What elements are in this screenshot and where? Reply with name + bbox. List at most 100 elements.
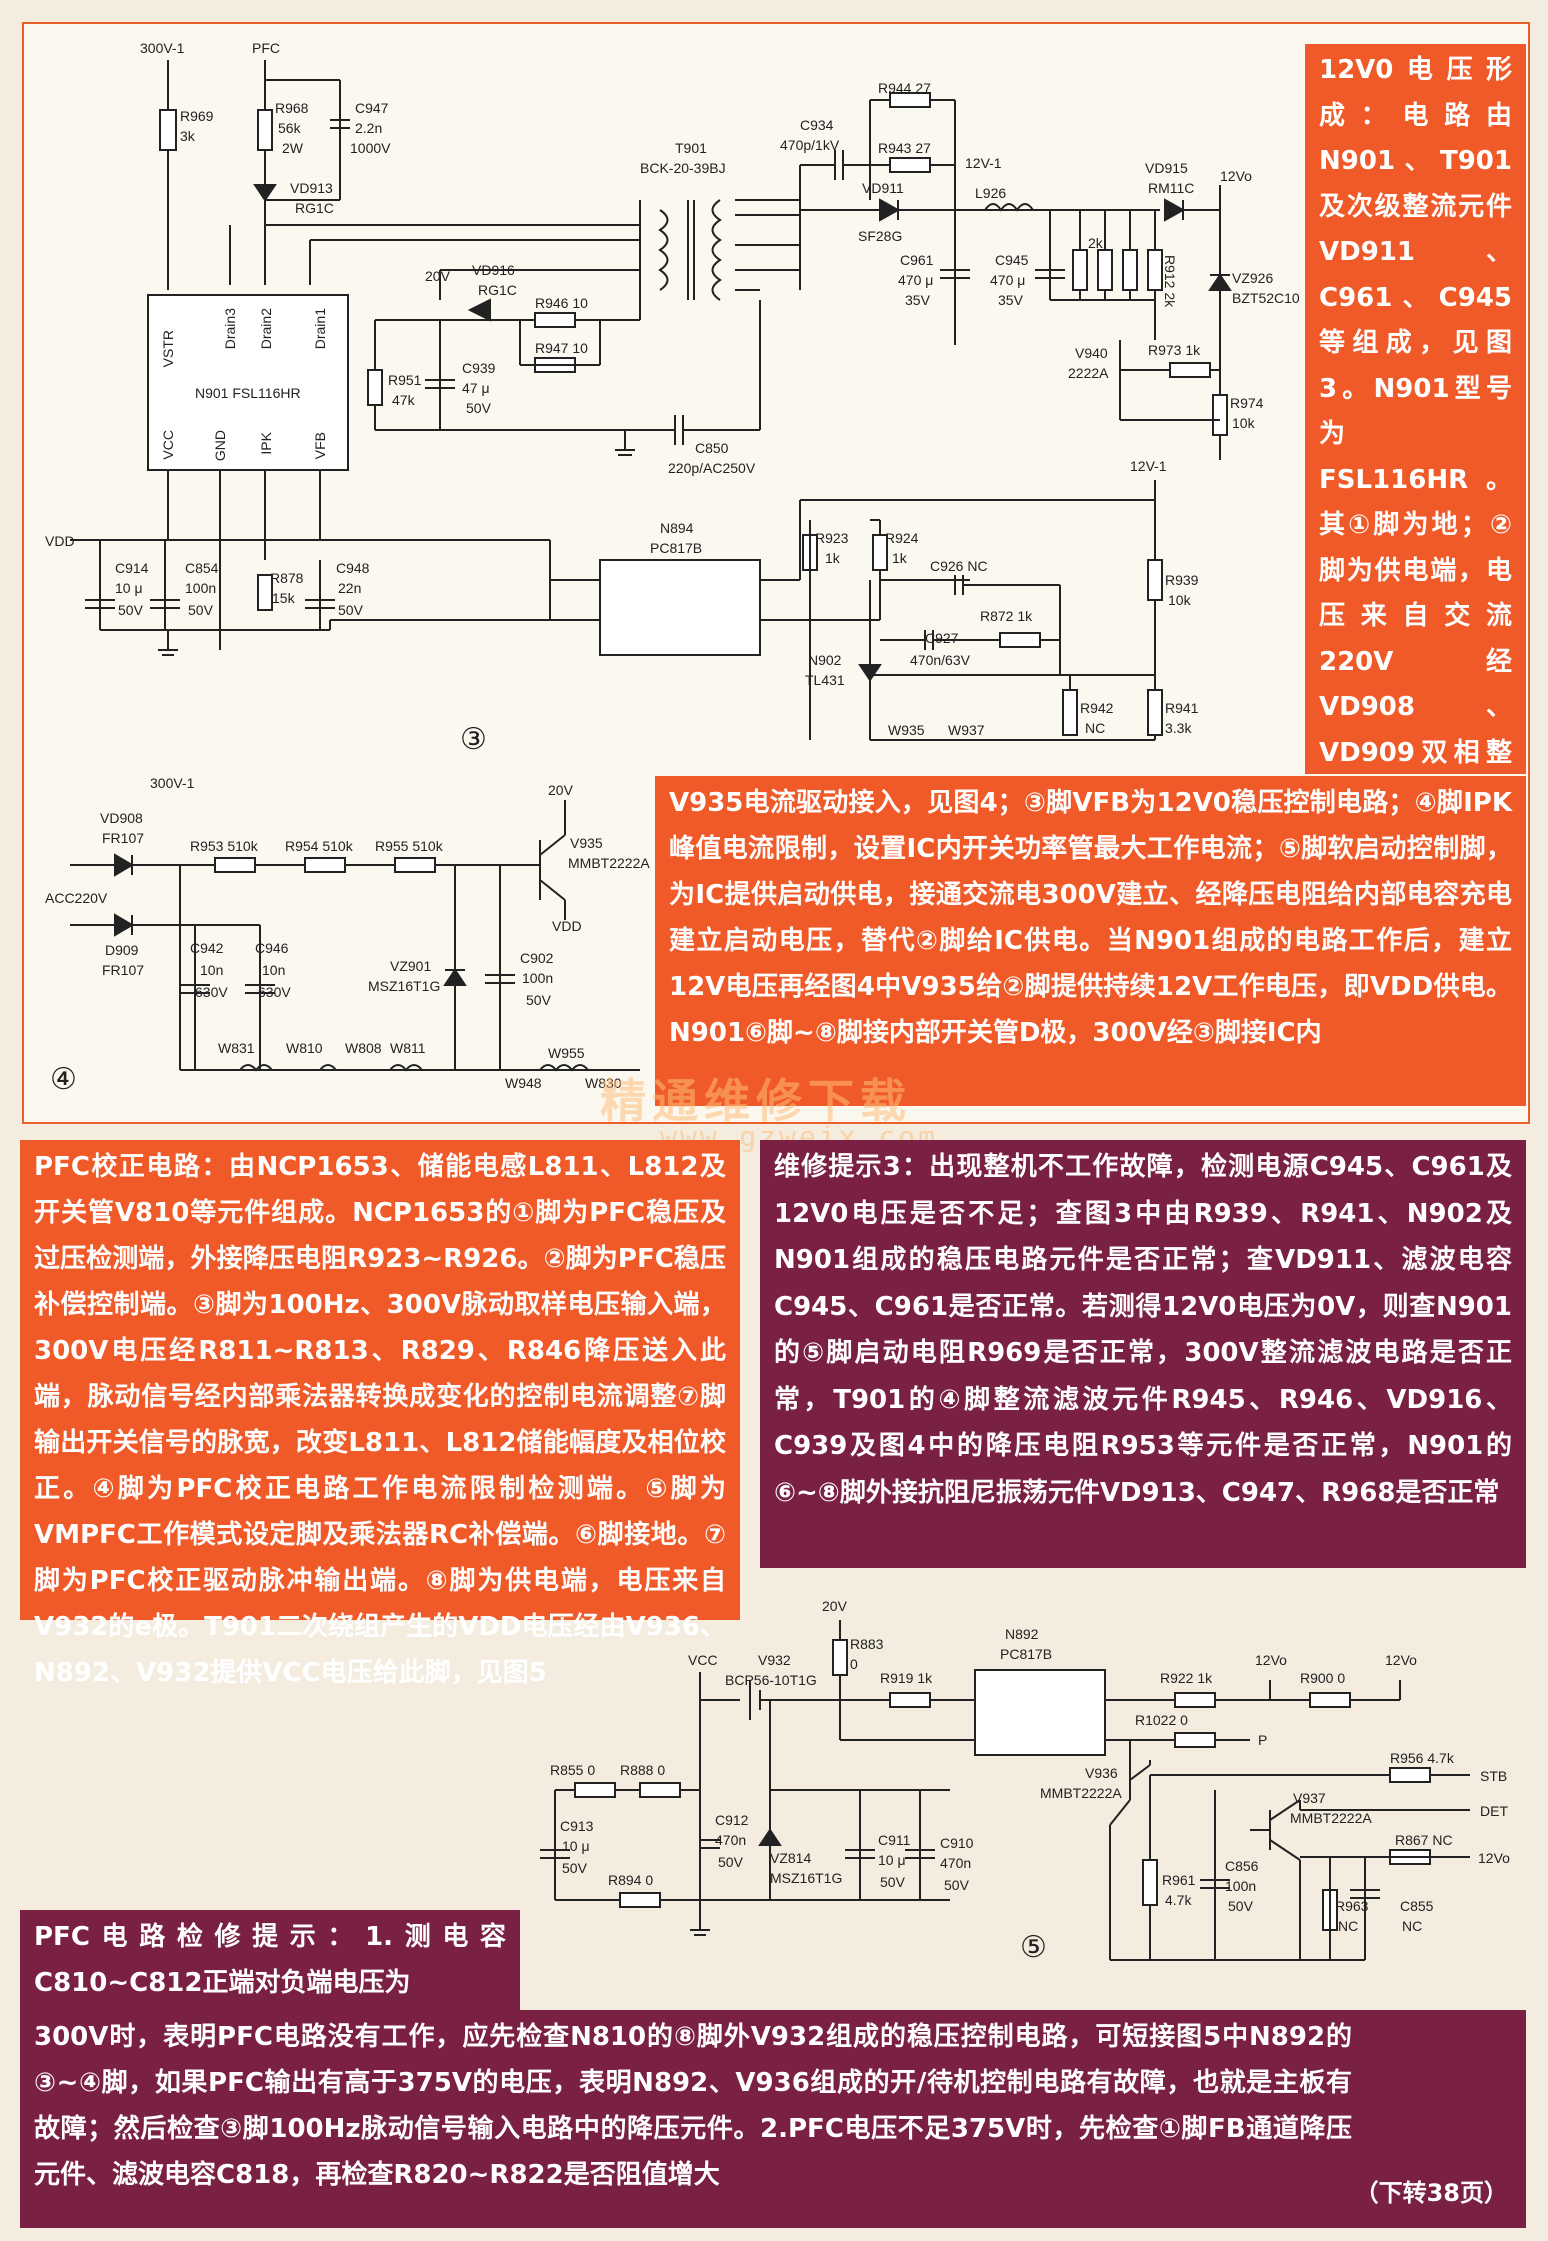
label-w937: W937 (948, 722, 985, 738)
watermark-cn: 精通维修下载 (600, 1074, 912, 1128)
value-vz926: BZT52C10 (1232, 290, 1300, 306)
label-r968: R968 (275, 100, 309, 116)
label-w935: W935 (888, 722, 925, 738)
label-r912: R912 2k (1162, 255, 1178, 308)
value-vd911: SF28G (858, 228, 903, 244)
label-w955: W955 (548, 1045, 585, 1061)
label-r872: R872 1k (980, 608, 1033, 624)
label-c934: C934 (800, 117, 834, 133)
label-r969: R969 (180, 108, 214, 124)
label-r955: R955 510k (375, 838, 443, 854)
value-c854-2: 50V (188, 602, 213, 618)
value-v935: MMBT2222A (568, 855, 650, 871)
label-vd913: VD913 (290, 180, 333, 196)
label-w810: W810 (286, 1040, 323, 1056)
fig3-labels: 300V-1 PFC R969 3k R968 56k 2W C947 2.2n… (45, 40, 1300, 1096)
label-c926: C926 NC (930, 558, 988, 574)
value-d909: FR107 (102, 962, 145, 978)
label-vd916: VD916 (472, 262, 515, 278)
text-pfc-repair-tip-top: PFC电路检修提示：1.测电容C810~C812正端对负端电压为 (20, 1910, 520, 2010)
value-vd915: RM11C (1148, 180, 1195, 196)
label-v940: V940 (1075, 345, 1108, 361)
value-r942: NC (1085, 720, 1106, 736)
text-n901-pins-body: V935电流驱动接入，见图4；③脚VFB为12V0稳压控制电路；④脚IPK峰值电… (669, 788, 1512, 1048)
value-n894: PC817B (650, 540, 703, 556)
label-c948: C948 (336, 560, 370, 576)
label-r943: R943 27 (878, 140, 931, 156)
value-c939-2: 50V (466, 400, 491, 416)
label-r954: R954 510k (285, 838, 353, 854)
label-c854: C854 (185, 560, 219, 576)
value-c948-2: 50V (338, 602, 363, 618)
label-r974: R974 (1230, 395, 1264, 411)
value-c914-2: 50V (118, 602, 143, 618)
label-n901: N901 FSL116HR (195, 385, 301, 401)
label-r941: R941 (1165, 700, 1199, 716)
label-r951: R951 (388, 372, 422, 388)
text-pfc-repair-tip-body: 300V时，表明PFC电路没有工作，应先检查N810的⑧脚外V932组成的稳压控… (34, 2022, 1352, 2190)
schematic-fig3-fig4 (70, 60, 1232, 1072)
label-d909: D909 (105, 942, 139, 958)
text-12v0-formation-body: 12V0电压形成：电路由N901、T901及次级整流元件VD911、C961、C… (1319, 55, 1512, 950)
node-20v: 20V (425, 268, 450, 284)
value-c946-2: 630V (258, 984, 291, 1000)
node-20v-fig4: 20V (548, 782, 573, 798)
text-12v0-formation: 12V0电压形成：电路由N901、T901及次级整流元件VD911、C961、C… (1305, 44, 1526, 950)
node-vdd: VDD (45, 533, 75, 549)
label-n894: N894 (660, 520, 694, 536)
value-c914-1: 10 μ (115, 580, 143, 596)
text-pfc-repair-tip-top-body: PFC电路检修提示：1.测电容C810~C812正端对负端电压为 (34, 1922, 506, 1998)
label-v935: V935 (570, 835, 603, 851)
value-vd908: FR107 (102, 830, 145, 846)
value-c927: 470n/63V (910, 652, 970, 668)
label-w948: W948 (505, 1075, 542, 1091)
value-t901: BCK-20-39BJ (640, 160, 726, 176)
label-vd915: VD915 (1145, 160, 1188, 176)
label-c947: C947 (355, 100, 389, 116)
value-r878: 15k (272, 590, 295, 606)
value-r923: 1k (825, 550, 840, 566)
value-vd913: RG1C (295, 200, 334, 216)
node-12v-1-b: 12V-1 (1130, 458, 1167, 474)
figure-4-label: ④ (50, 1063, 77, 1096)
node-12vo: 12Vo (1220, 168, 1252, 184)
label-r923: R923 (815, 530, 849, 546)
label-w831: W831 (218, 1040, 255, 1056)
label-c914: C914 (115, 560, 149, 576)
value-c934: 470p/1kV (780, 137, 840, 153)
label-r946: R946 10 (535, 295, 588, 311)
label-t901: T901 (675, 140, 707, 156)
value-c942-2: 630V (195, 984, 228, 1000)
label-r953: R953 510k (190, 838, 258, 854)
value-v940: 2222A (1068, 365, 1109, 381)
label-n902: N902 (808, 652, 842, 668)
value-c947-2: 1000V (350, 140, 391, 156)
value-c945-1: 470 μ (990, 272, 1026, 288)
value-c948-1: 22n (338, 580, 362, 596)
label-r942: R942 (1080, 700, 1114, 716)
label-w830: W830 (585, 1075, 622, 1091)
value-c942-1: 10n (200, 962, 224, 978)
label-c927: C927 (925, 630, 959, 646)
value-r939: 10k (1168, 592, 1191, 608)
value-c854-1: 100n (185, 580, 217, 596)
node-300v-1-fig4: 300V-1 (150, 775, 195, 791)
label-r947: R947 10 (535, 340, 588, 356)
label-w811: W811 (390, 1040, 426, 1056)
value-r924: 1k (892, 550, 907, 566)
value-c947-1: 2.2n (355, 120, 383, 136)
value-c902-2: 50V (526, 992, 551, 1008)
label-c942: C942 (190, 940, 224, 956)
value-r974: 10k (1232, 415, 1255, 431)
label-r944: R944 27 (878, 80, 931, 96)
label-c939: C939 (462, 360, 496, 376)
node-pfc: PFC (252, 40, 280, 56)
text-pfc-circuit: PFC校正电路：由NCP1653、储能电感L811、L812及开关管V810等元… (20, 1140, 740, 1688)
value-r968-2: 2W (282, 140, 303, 156)
text-continued: （下转38页） (1354, 2179, 1508, 2207)
value-c939-1: 47 μ (462, 380, 490, 396)
label-vz901: VZ901 (390, 958, 432, 974)
label-c946: C946 (255, 940, 289, 956)
label-vd911: VD911 (862, 180, 904, 196)
value-r951: 47k (392, 392, 415, 408)
